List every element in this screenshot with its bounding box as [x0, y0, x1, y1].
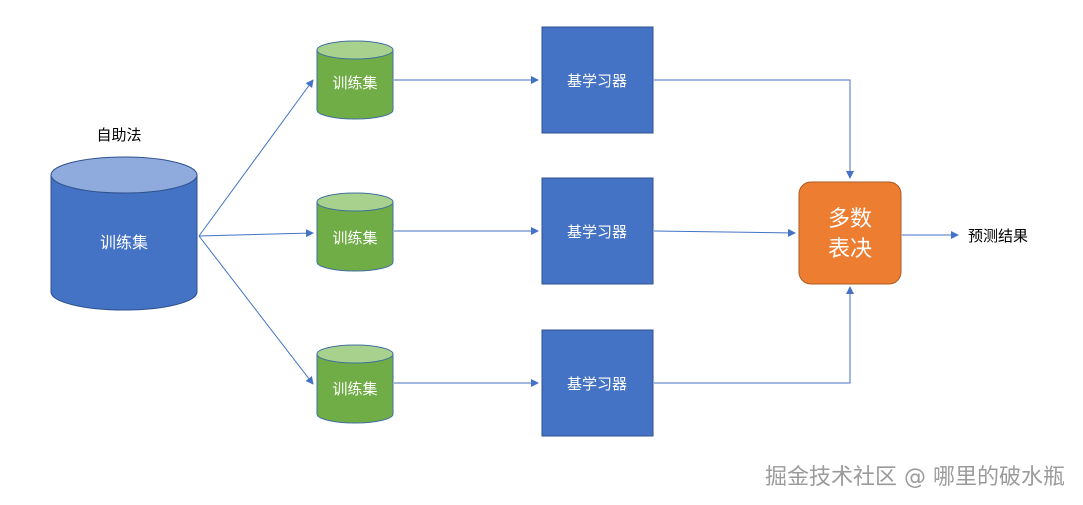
arrow-main-to-subset-1	[198, 79, 314, 237]
majority-vote-box: 多数 表决	[798, 181, 902, 285]
arrow-learner-1-to-vote	[654, 79, 854, 179]
subset-label-1: 训练集	[332, 74, 377, 92]
subset-cylinder-1: 训练集	[316, 40, 394, 120]
learner-label-3: 基学习器	[567, 375, 627, 393]
main-dataset-label: 训练集	[100, 233, 148, 252]
subset-cylinder-3: 训练集	[316, 344, 394, 424]
learner-box-3: 基学习器	[541, 329, 654, 437]
arrow-main-to-subset-2	[198, 229, 314, 238]
learner-box-1: 基学习器	[541, 26, 654, 134]
learner-label-1: 基学习器	[567, 72, 627, 90]
learner-label-2: 基学习器	[567, 223, 627, 241]
watermark-text: 掘金技术社区 @ 哪里的破水瓶	[765, 465, 1065, 490]
bootstrap-label: 自助法	[96, 126, 141, 144]
arrow-learner-2-to-vote	[653, 228, 796, 237]
arrow-main-to-subset-3	[198, 235, 314, 385]
subset-label-3: 训练集	[332, 380, 377, 398]
vote-label-line-2: 表决	[828, 237, 872, 262]
output-label: 预测结果	[968, 227, 1028, 245]
vote-label-line-1: 多数	[828, 207, 872, 232]
arrow-learner-3-to-vote	[654, 286, 854, 384]
subset-cylinder-2: 训练集	[316, 192, 394, 272]
main-dataset-cylinder: 训练集	[50, 156, 198, 311]
learner-box-2: 基学习器	[541, 177, 654, 285]
subset-label-2: 训练集	[332, 229, 377, 247]
